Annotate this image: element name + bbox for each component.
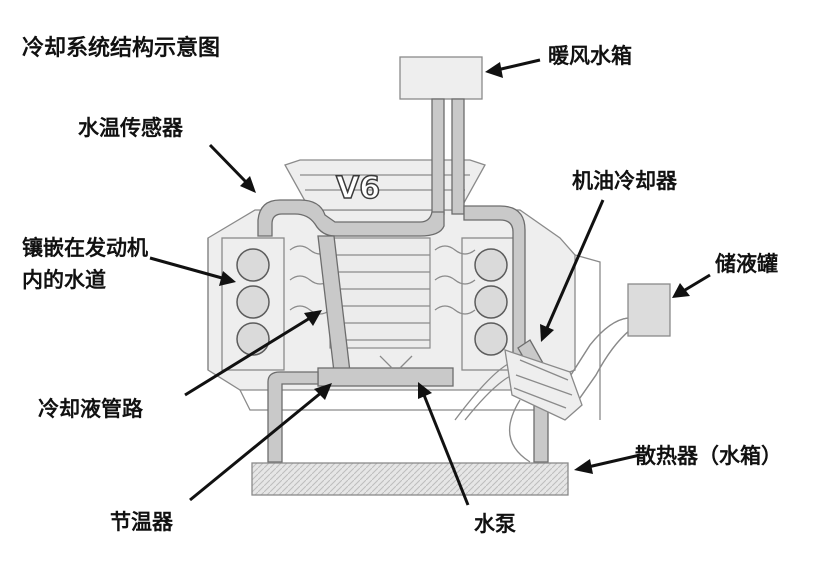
water-pump-manifold <box>317 367 454 387</box>
cylinder <box>236 285 270 319</box>
radiator <box>251 462 569 496</box>
arrow-water-pump <box>422 394 470 506</box>
arrow-water-jacket <box>149 256 223 280</box>
cylinder <box>236 248 270 282</box>
arrow-heater-core <box>496 58 541 72</box>
cylinder <box>236 322 270 356</box>
cylinder <box>474 248 508 282</box>
cylinder <box>474 322 508 356</box>
arrow-coolant-pipe <box>184 316 311 397</box>
label-heater-core: 暖风水箱 <box>548 44 632 68</box>
label-water-jacket-line1: 镶嵌在发动机 <box>22 236 148 260</box>
arrow-radiator <box>587 453 641 469</box>
label-oil-cooler: 机油冷却器 <box>572 169 677 193</box>
label-reservoir: 储液罐 <box>715 252 778 276</box>
label-temp-sensor: 水温传感器 <box>78 116 183 140</box>
heater-core-box <box>399 56 483 100</box>
reservoir-tank <box>627 283 671 337</box>
arrow-oil-cooler <box>545 199 605 329</box>
label-water-pump: 水泵 <box>474 512 516 536</box>
cylinder <box>474 285 508 319</box>
engine-mark: V6 <box>336 171 380 206</box>
label-coolant-pipe: 冷却液管路 <box>38 397 143 421</box>
label-thermostat: 节温器 <box>110 510 173 534</box>
coolant-pipes <box>257 98 631 463</box>
arrow-thermostat <box>189 390 323 502</box>
label-water-jacket-line2: 内的水道 <box>22 268 106 292</box>
label-radiator: 散热器（水箱） <box>635 444 782 468</box>
arrow-reservoir <box>684 273 711 292</box>
arrow-temp-sensor <box>208 143 248 184</box>
diagram-title: 冷却系统结构示意图 <box>22 36 221 61</box>
pointer-arrows <box>149 58 711 506</box>
